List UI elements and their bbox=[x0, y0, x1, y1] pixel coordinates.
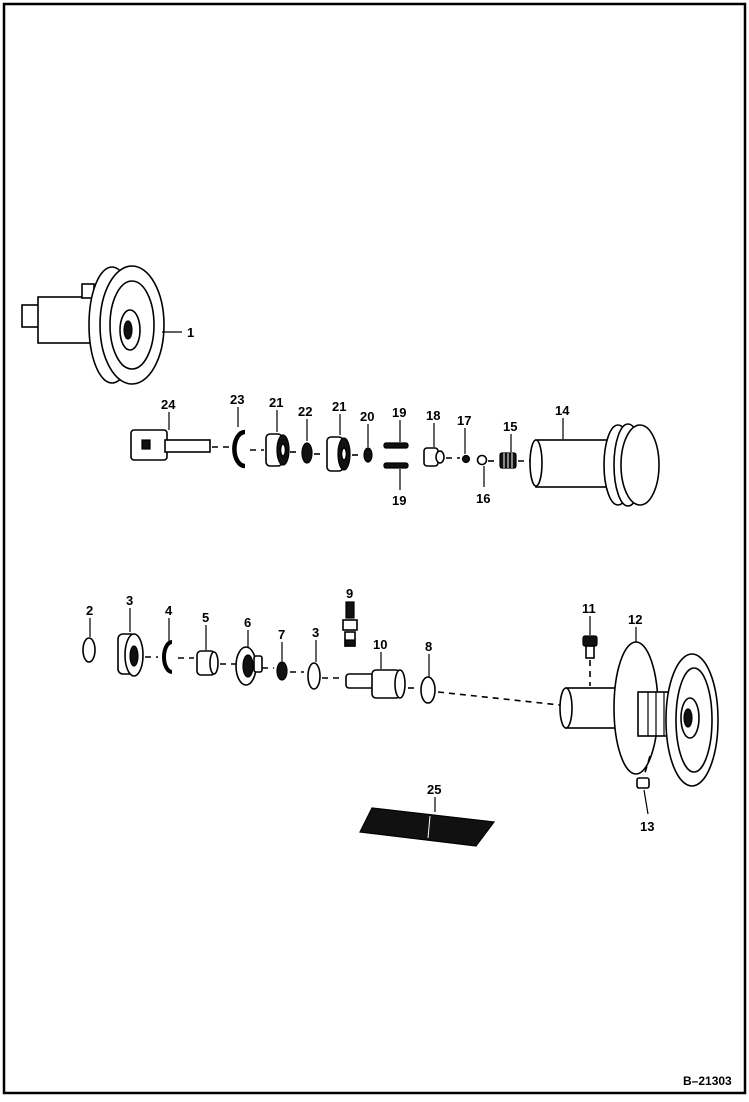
callout-7: 7 bbox=[278, 627, 285, 642]
part-2-snap-ring bbox=[82, 637, 96, 663]
part-19-pin-upper bbox=[383, 442, 409, 449]
callout-23: 23 bbox=[230, 392, 244, 407]
part-3-bearing-a bbox=[117, 633, 144, 677]
part-14-clutch-housing bbox=[529, 423, 660, 507]
part-21-bearing-b bbox=[326, 436, 351, 472]
callout-20: 20 bbox=[360, 409, 374, 424]
part-18-bushing bbox=[423, 447, 445, 467]
part-16-seat bbox=[476, 454, 488, 466]
callout-6: 6 bbox=[244, 615, 251, 630]
part-1-pulley-assembly bbox=[21, 265, 165, 385]
callout-2: 2 bbox=[86, 603, 93, 618]
part-21-bearing-a bbox=[265, 433, 290, 467]
part-12-drive-pulley bbox=[559, 641, 719, 787]
callout-4: 4 bbox=[165, 603, 173, 618]
part-10-shaft bbox=[345, 669, 406, 699]
callout-1: 1 bbox=[187, 325, 194, 340]
part-6-bearing bbox=[235, 646, 263, 686]
callout-3a: 3 bbox=[126, 593, 133, 608]
callout-21a: 21 bbox=[269, 395, 283, 410]
callout-16: 16 bbox=[476, 491, 490, 506]
part-24-shaft bbox=[130, 429, 211, 461]
callout-9: 9 bbox=[346, 586, 353, 601]
callout-12: 12 bbox=[628, 612, 642, 627]
callout-19a: 19 bbox=[392, 405, 406, 420]
part-3-ring-b bbox=[307, 662, 321, 690]
part-23-snap-ring bbox=[232, 429, 246, 469]
callout-18: 18 bbox=[426, 408, 440, 423]
callout-13: 13 bbox=[640, 819, 654, 834]
callout-15: 15 bbox=[503, 419, 517, 434]
leader-13 bbox=[643, 789, 649, 815]
callout-14: 14 bbox=[555, 403, 570, 418]
part-15-spring bbox=[499, 452, 517, 469]
callout-21b: 21 bbox=[332, 399, 346, 414]
axis-dash-p bbox=[437, 691, 561, 706]
part-13-bolt bbox=[636, 755, 651, 789]
part-11-screw bbox=[582, 635, 598, 659]
callout-8: 8 bbox=[425, 639, 432, 654]
drawing-number: B–21303 bbox=[683, 1074, 732, 1088]
part-8-o-ring bbox=[420, 676, 436, 704]
callout-5: 5 bbox=[202, 610, 209, 625]
callout-24: 24 bbox=[161, 397, 176, 412]
part-20-ring bbox=[363, 447, 373, 463]
callout-11: 11 bbox=[582, 601, 596, 616]
part-4-snap-ring bbox=[162, 640, 173, 674]
part-25-decal bbox=[359, 807, 496, 847]
callout-17: 17 bbox=[457, 413, 471, 428]
part-22-washer bbox=[301, 442, 313, 464]
decal-divider bbox=[427, 815, 431, 839]
part-9-grease-fitting bbox=[342, 601, 358, 647]
part-19-pin-lower bbox=[383, 462, 409, 469]
callout-19b: 19 bbox=[392, 493, 406, 508]
callout-3b: 3 bbox=[312, 625, 319, 640]
part-5-bushing bbox=[196, 650, 219, 676]
callout-25: 25 bbox=[427, 782, 441, 797]
callout-22: 22 bbox=[298, 404, 312, 419]
part-17-ball bbox=[461, 454, 471, 464]
callout-10: 10 bbox=[373, 637, 387, 652]
part-7-washer bbox=[276, 661, 288, 681]
